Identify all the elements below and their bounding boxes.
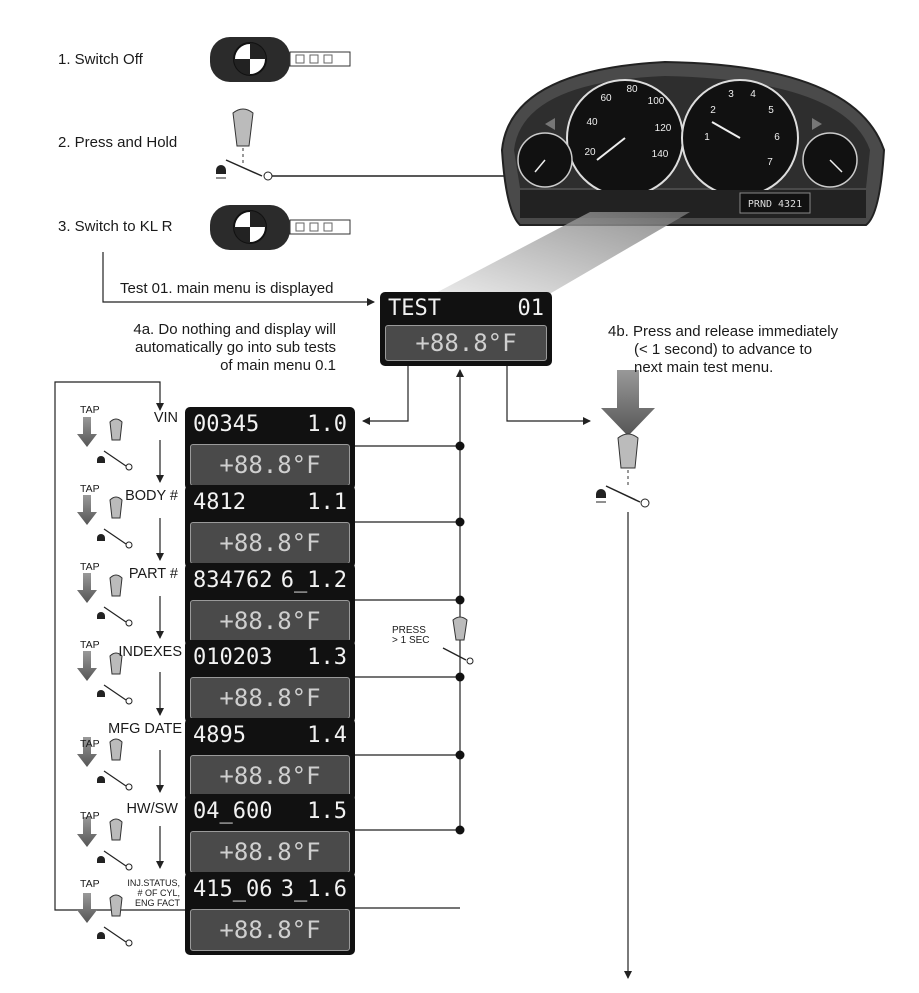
display-top-left: 415_06	[193, 877, 273, 902]
tap-icon	[77, 737, 133, 791]
tap-label: TAP	[80, 878, 100, 890]
instrument-cluster	[500, 60, 886, 226]
subtest-label: HW/SW	[126, 801, 178, 817]
display-top-left: 4895	[193, 723, 246, 748]
display-top-right: 3_1.6	[280, 877, 347, 902]
display-beam	[430, 212, 690, 296]
subtest-display: 4895 1.4 +88.8°F	[185, 718, 355, 801]
tap-icon	[77, 417, 133, 471]
display-bottom: +88.8°F	[190, 909, 350, 951]
subtest-label: MFG DATE	[108, 721, 182, 737]
note-4b-line: (< 1 second) to advance to	[634, 341, 813, 358]
display-bottom: +88.8°F	[385, 325, 547, 361]
main-menu-caption: Test 01. main menu is displayed	[120, 280, 334, 297]
note-4b-line: next main test menu.	[634, 359, 774, 376]
display-top-left: 00345	[193, 412, 260, 437]
tacho-tick: 6	[774, 132, 780, 143]
note-4a-line: of main menu 0.1	[220, 357, 336, 374]
speedo-tick: 100	[648, 96, 665, 107]
odometer-text: PRND 4321	[748, 199, 802, 210]
push-button-icon	[216, 108, 273, 181]
speedo-tick: 40	[586, 117, 598, 128]
subtest-display: 04_600 1.5 +88.8°F	[185, 794, 355, 877]
tap-icon	[77, 817, 133, 871]
display-top-right: 6_1.2	[280, 568, 347, 593]
tap-label: TAP	[80, 483, 100, 495]
tap-label: TAP	[80, 404, 100, 416]
subtest-label-line: # OF CYL,	[137, 888, 180, 898]
tacho-tick: 7	[767, 157, 773, 168]
tacho-tick: 4	[750, 89, 756, 100]
tap-icon	[77, 495, 133, 549]
display-top-left: 04_600	[193, 799, 273, 824]
display-top-left: TEST	[388, 296, 441, 321]
tachometer-ticks: 1 2 3 4 5 6 7	[704, 89, 780, 168]
tacho-tick: 3	[728, 89, 734, 100]
press-label: PRESS > 1 SEC	[392, 626, 438, 646]
tap-label: TAP	[80, 639, 100, 651]
tap-label: TAP	[80, 561, 100, 573]
subtest-display: 415_06 3_1.6 +88.8°F	[185, 872, 355, 955]
display-bottom: +88.8°F	[190, 677, 350, 719]
display-top-right: 1.1	[307, 490, 347, 515]
display-bottom: +88.8°F	[190, 831, 350, 873]
display-top-left: 4812	[193, 490, 246, 515]
display-top-right: 1.5	[307, 799, 347, 824]
tap-icon	[77, 573, 133, 627]
display-top-right: 1.0	[307, 412, 347, 437]
tacho-tick: 5	[768, 105, 774, 116]
subtest-display: 4812 1.1 +88.8°F	[185, 485, 355, 568]
car-key-icon	[210, 205, 351, 250]
speedo-tick: 60	[600, 93, 612, 104]
main-menu-display: TEST 01 +88.8°F	[380, 292, 552, 366]
subtest-display: 834762 6_1.2 +88.8°F	[185, 563, 355, 646]
subtest-label: BODY #	[125, 488, 178, 504]
press-label-line: PRESS	[392, 625, 426, 636]
note-4a-line: automatically go into sub tests	[135, 339, 336, 356]
speedo-tick: 20	[584, 147, 596, 158]
speedo-tick: 80	[626, 84, 638, 95]
subtest-label: INJ.STATUS, # OF CYL, ENG FACT	[118, 878, 180, 908]
display-top-right: 1.4	[307, 723, 347, 748]
speedometer-ticks: 20 40 60 80 100 120 140	[584, 84, 671, 160]
display-bottom: +88.8°F	[190, 444, 350, 486]
tap-label: TAP	[80, 810, 100, 822]
step-1-text: 1. Switch Off	[58, 51, 143, 68]
display-top-right: 01	[517, 296, 545, 321]
step-2-text: 2. Press and Hold	[58, 134, 178, 151]
display-bottom: +88.8°F	[190, 755, 350, 797]
display-top-left: 834762	[193, 568, 273, 593]
note-4a: 4a. Do nothing and display will automati…	[66, 321, 336, 375]
note-4b: 4b. Press and release immediately (< 1 s…	[608, 323, 908, 377]
display-bottom: +88.8°F	[190, 522, 350, 564]
tap-icon	[77, 893, 133, 947]
push-button-icon	[596, 433, 650, 508]
tacho-tick: 2	[710, 105, 716, 116]
tap-icon	[77, 651, 133, 705]
speedo-tick: 120	[655, 123, 672, 134]
step-3-text: 3. Switch to KL R	[58, 218, 173, 235]
subtest-display: 00345 1.0 +88.8°F	[185, 407, 355, 490]
note-4a-line: 4a. Do nothing and display will	[133, 321, 336, 338]
subtest-label-line: ENG FACT	[134, 898, 180, 908]
subtest-label: INDEXES	[118, 644, 182, 660]
display-top-left: 010203	[193, 645, 273, 670]
display-top-right: 1.3	[307, 645, 347, 670]
subtest-label-line: INJ.STATUS,	[127, 878, 180, 888]
subtest-display: 010203 1.3 +88.8°F	[185, 640, 355, 723]
speedo-tick: 140	[652, 149, 669, 160]
advance-arrow-icon	[601, 370, 655, 436]
subtest-label: VIN	[153, 410, 178, 426]
display-bottom: +88.8°F	[190, 600, 350, 642]
press-switch-icon	[442, 616, 474, 665]
tacho-tick: 1	[704, 132, 710, 143]
car-key-icon	[210, 37, 351, 82]
press-label-line: > 1 SEC	[392, 635, 430, 646]
subtest-label: PART #	[128, 566, 178, 582]
note-4b-line: 4b. Press and release immediately	[608, 323, 839, 340]
tap-label: TAP	[80, 738, 100, 750]
